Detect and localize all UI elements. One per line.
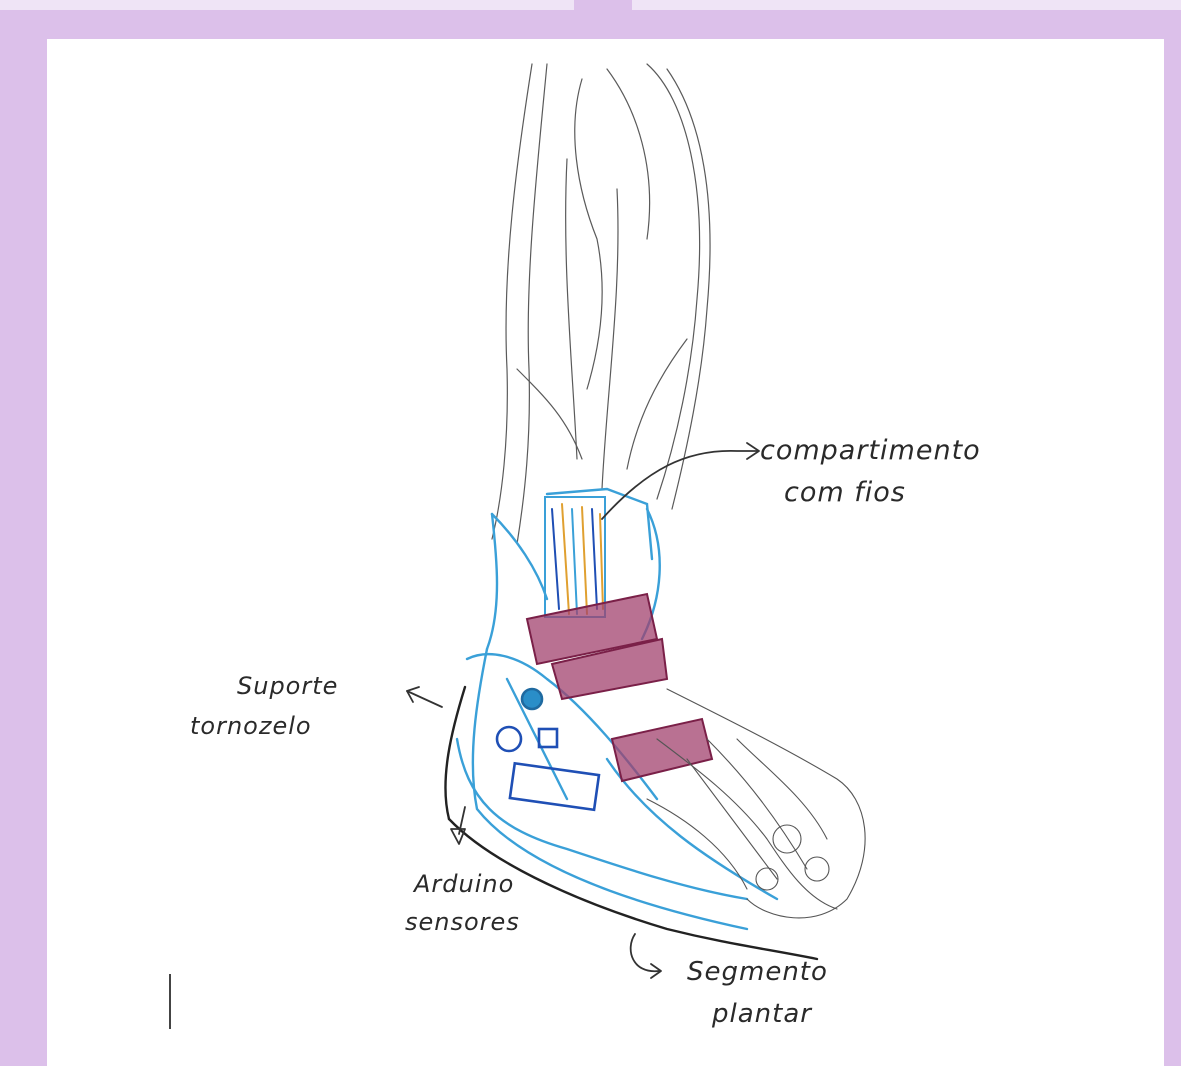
sketch-canvas: compartimento com fios Suporte tornozelo…: [47, 39, 1164, 1066]
sensor-circle-filled: [522, 689, 542, 709]
arduino-sensors: [497, 689, 599, 810]
label-ankle-support-2: tornozelo: [190, 712, 312, 740]
label-arduino-2: sensores: [405, 908, 520, 936]
label-plantar-1: Segmento: [687, 957, 828, 987]
label-wire-compartment-2: com fios: [784, 477, 906, 508]
arduino-board: [510, 763, 599, 809]
top-strip-left: [0, 0, 574, 10]
sensor-circle: [497, 727, 521, 751]
labels: compartimento com fios Suporte tornozelo…: [190, 435, 981, 1029]
label-arduino-1: Arduino: [412, 870, 514, 898]
wire-compartment: [545, 497, 605, 617]
wire-compartment-arrow: [602, 451, 757, 519]
ankle-orthosis: [457, 489, 777, 929]
label-plantar-2: plantar: [711, 999, 813, 1029]
straps: [527, 594, 712, 781]
sensor-square: [539, 729, 557, 747]
label-ankle-support-1: Suporte: [237, 672, 338, 700]
top-strip-right: [632, 0, 1181, 10]
label-wire-compartment-1: compartimento: [760, 435, 981, 466]
leg-outline: [492, 64, 710, 544]
orthosis-sketch: compartimento com fios Suporte tornozelo…: [47, 39, 1164, 1066]
